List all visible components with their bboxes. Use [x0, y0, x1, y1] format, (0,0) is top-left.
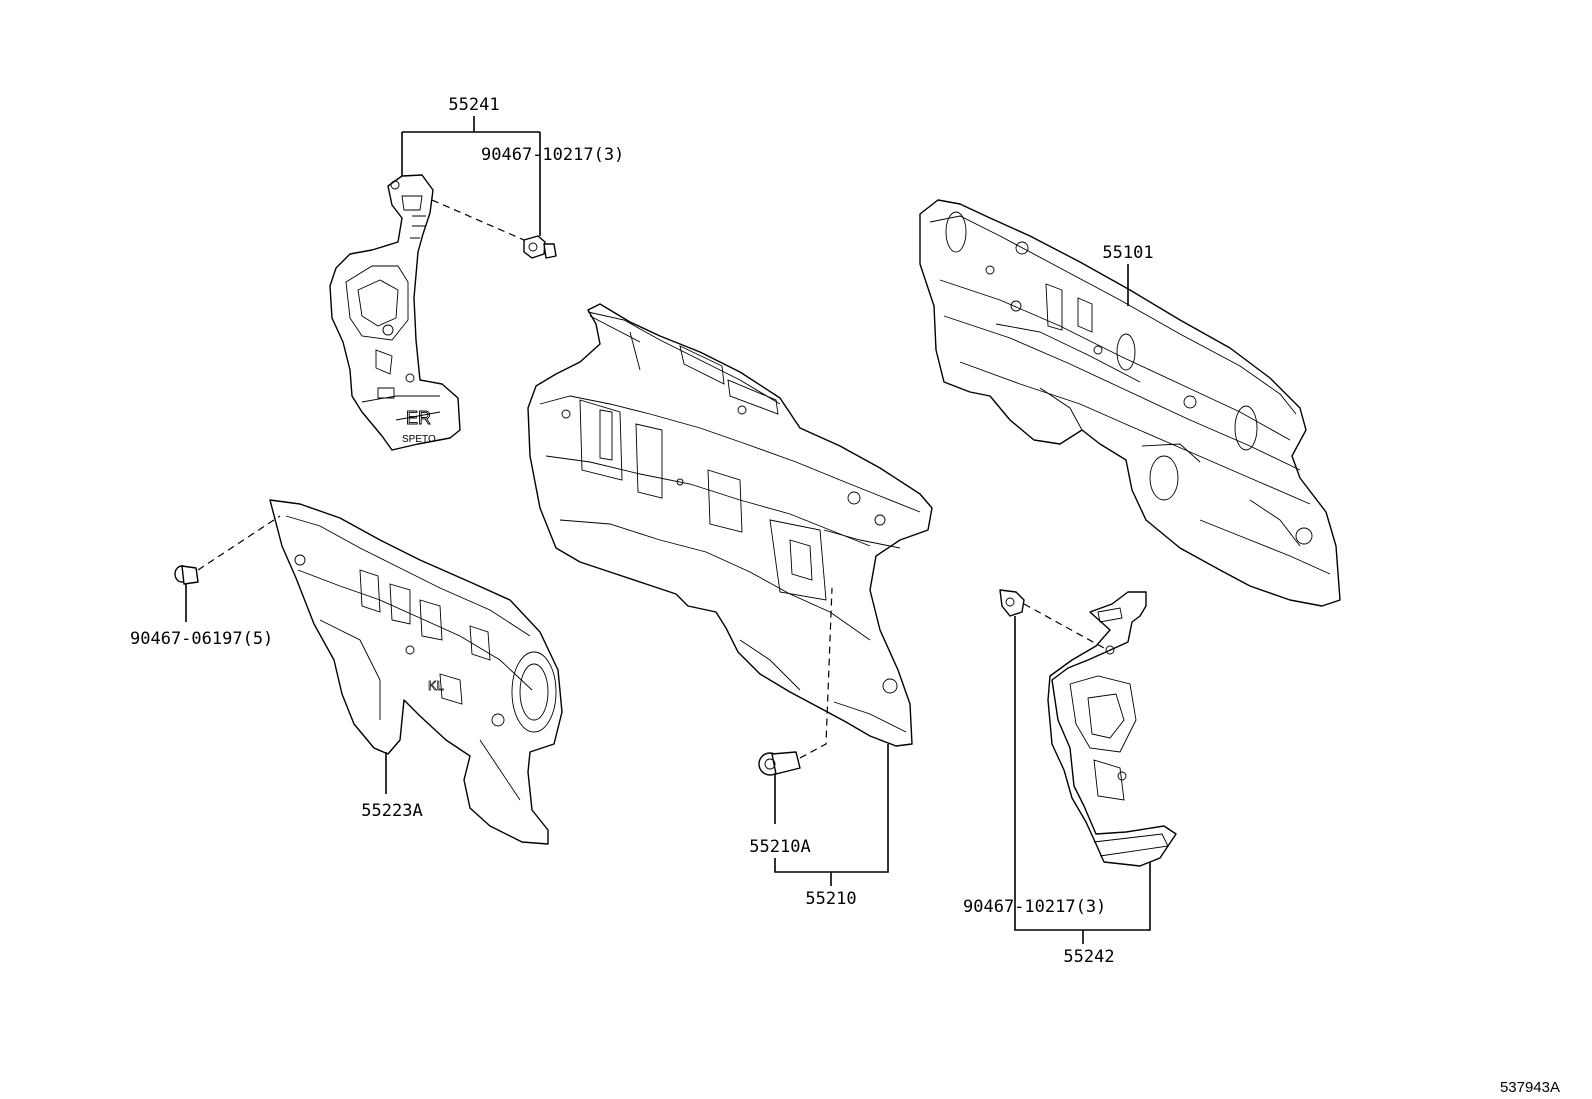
callout-90467-10217-bottom[interactable]: 90467-10217(3): [963, 897, 1106, 917]
leader-lines: [185, 116, 1151, 944]
part-55101-dash-panel[interactable]: [919, 199, 1341, 607]
callout-55210[interactable]: 55210: [805, 889, 856, 909]
clip-90467-06197[interactable]: [174, 565, 199, 585]
callout-55241[interactable]: 55241: [448, 95, 499, 115]
clip-90467-10217-top[interactable]: [523, 235, 557, 259]
callout-90467-06197[interactable]: 90467-06197(5): [130, 629, 273, 649]
callout-90467-10217-top[interactable]: 90467-10217(3): [481, 145, 624, 165]
callout-55101[interactable]: 55101: [1102, 243, 1153, 263]
part-55210-dash-insulator[interactable]: [527, 303, 933, 747]
clip-90467-10217-bottom[interactable]: [999, 589, 1025, 617]
part-55242-bracket[interactable]: [1047, 591, 1177, 867]
callout-55210A[interactable]: 55210A: [749, 837, 810, 857]
document-id: 537943A: [1500, 1079, 1560, 1096]
callout-55242[interactable]: 55242: [1063, 947, 1114, 967]
part-55241-bracket[interactable]: ER SPETO: [329, 174, 461, 451]
dashed-fastening-lines: [197, 199, 1105, 759]
part-55223A-silencer-pad[interactable]: KL: [269, 499, 563, 845]
clip-55210A[interactable]: [758, 751, 801, 776]
insulator-marking-kl: KL: [428, 678, 444, 693]
callout-55223A[interactable]: 55223A: [361, 801, 422, 821]
bracket-marking-er: ER: [406, 408, 431, 428]
bracket-marking-speto: SPETO: [402, 434, 436, 445]
